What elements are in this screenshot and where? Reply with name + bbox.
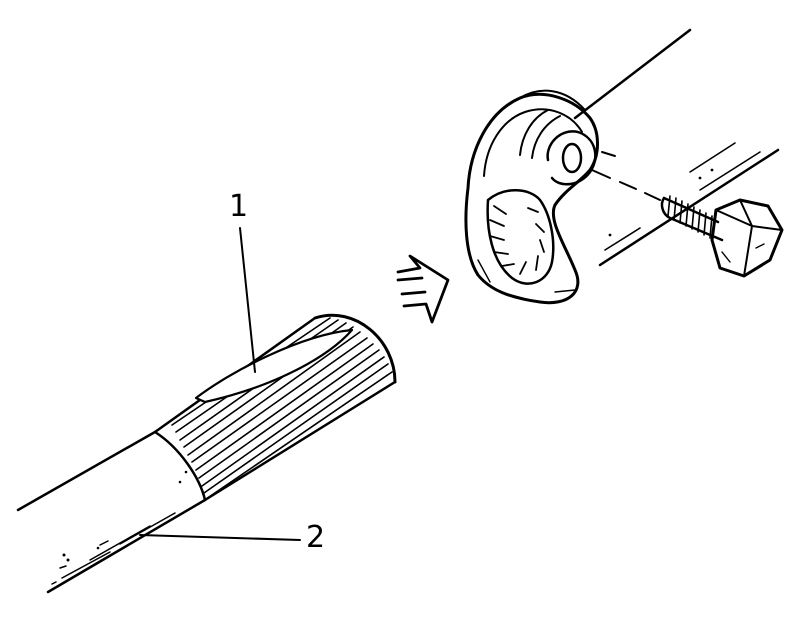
assembly-direction-arrow	[396, 254, 450, 324]
callout-2-leader	[139, 534, 301, 541]
clamp-bolt	[660, 195, 784, 278]
callout-label-1: 1	[229, 189, 249, 224]
callout-label-2: 2	[306, 520, 326, 555]
clamp-yoke	[464, 89, 599, 305]
callout-1-leader	[239, 227, 256, 373]
bolt-centerline	[591, 169, 611, 179]
upper-shaft	[573, 28, 780, 267]
splined-shaft	[16, 313, 397, 594]
